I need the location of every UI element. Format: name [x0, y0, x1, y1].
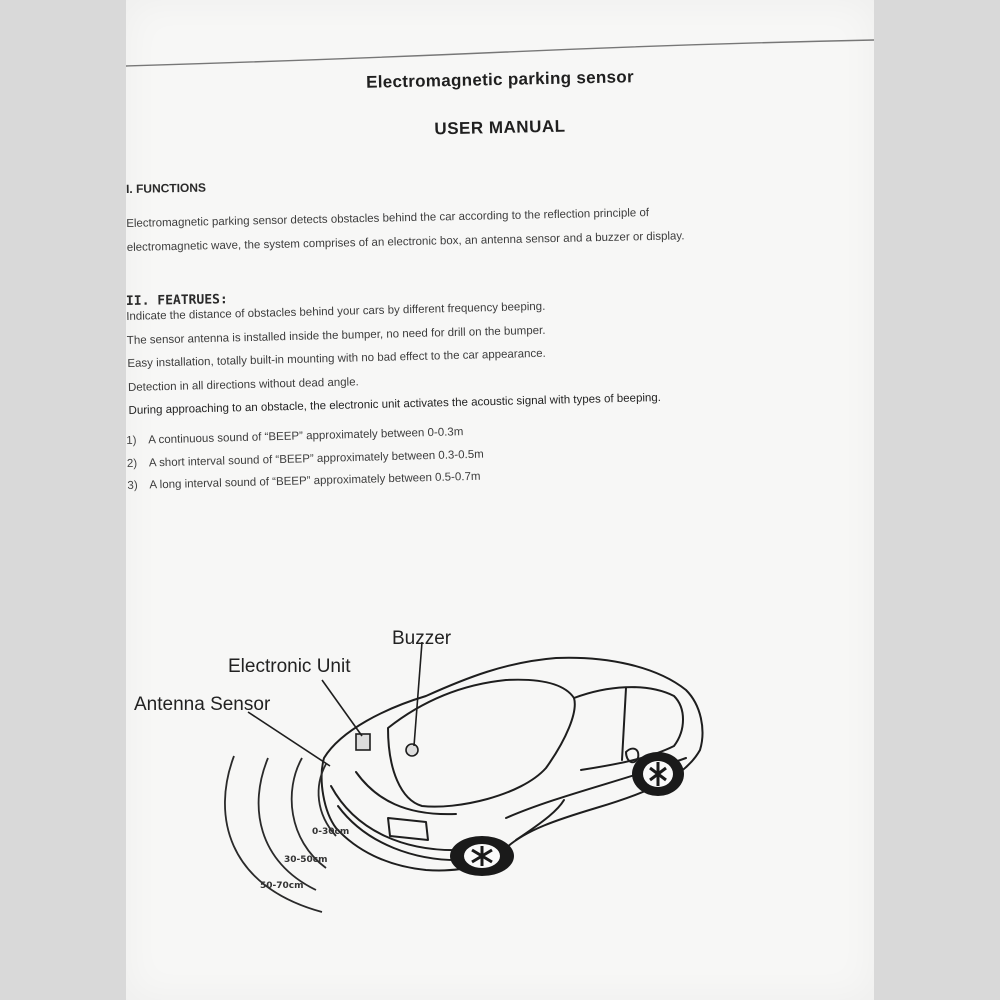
- detection-waves: [224, 755, 337, 913]
- range-label: 0-30cm: [312, 827, 349, 837]
- label-electronic-unit: Electronic Unit: [228, 656, 351, 677]
- label-buzzer: Buzzer: [392, 628, 452, 649]
- functions-body: Electromagnetic parking sensor detects o…: [126, 197, 867, 260]
- features-list: Indicate the distance of obstacles behin…: [126, 293, 661, 423]
- document-subtitle: USER MANUAL: [434, 116, 566, 139]
- range-label: 30-50cm: [284, 855, 328, 865]
- beep-type-text: A short interval sound of “BEEP” approxi…: [148, 448, 484, 469]
- beep-type-number: 3): [127, 479, 138, 492]
- beep-types-list: 1) A continuous sound of “BEEP” approxima…: [126, 421, 485, 498]
- functions-heading: I. FUNCTIONS: [126, 180, 207, 196]
- sensor-components: [247, 641, 423, 767]
- beep-type-number: 1): [126, 434, 137, 447]
- beep-type-number: 2): [126, 457, 138, 470]
- electronic-unit-box: [355, 733, 371, 751]
- beep-type-text: A continuous sound of “BEEP” approximate…: [148, 426, 464, 447]
- label-antenna-sensor: Antenna Sensor: [134, 694, 271, 715]
- diagram-labels: Buzzer Electronic Unit Antenna Sensor 0-…: [134, 628, 452, 891]
- beep-type-text: A long interval sound of “BEEP” approxim…: [149, 470, 481, 492]
- range-label: 50-70cm: [260, 881, 304, 891]
- paper-fold-line: [126, 39, 874, 67]
- buzzer-component: [405, 743, 419, 757]
- manual-page: Electromagnetic parking sensor USER MANU…: [126, 0, 874, 1000]
- parking-sensor-diagram: Buzzer Electronic Unit Antenna Sensor 0-…: [134, 628, 704, 913]
- car-wheels: [450, 752, 684, 876]
